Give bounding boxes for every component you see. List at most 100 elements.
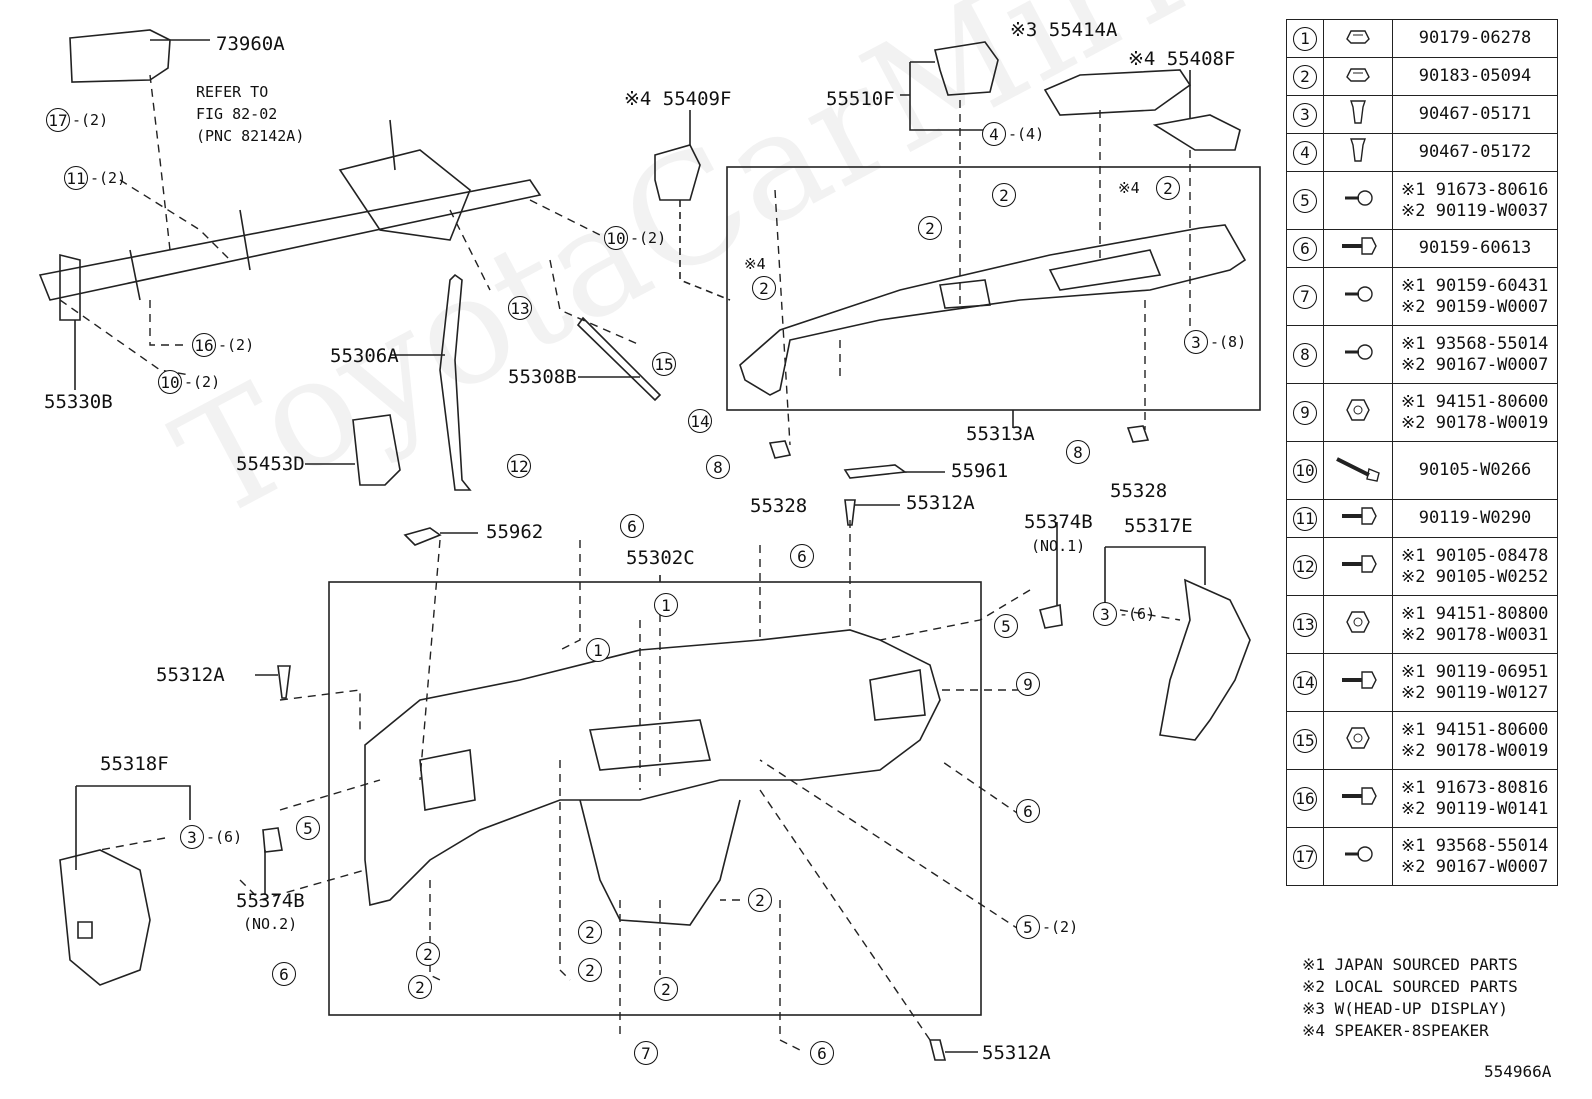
part-number: ※2 90119-W0037 <box>1401 200 1549 221</box>
callout-7: 7 <box>634 1041 660 1065</box>
callout-2: 2 <box>408 975 434 999</box>
nut-icon <box>1323 711 1393 770</box>
legend-row: 15※1 94151-80600※2 90178-W0019 <box>1286 711 1558 770</box>
part-label-55318F: 55318F <box>100 753 169 775</box>
push-clip-icon <box>1323 133 1393 172</box>
brace-b-shape <box>576 316 662 402</box>
part-number: ※1 93568-55014 <box>1401 333 1549 354</box>
callout-17: 17-(2) <box>46 108 108 132</box>
callout-3: 3-(6) <box>180 825 242 849</box>
legend-row: 14※1 90119-06951※2 90119-W0127 <box>1286 653 1558 712</box>
part-label-55302C: 55302C <box>626 547 695 569</box>
airbag-module-shape <box>69 29 171 83</box>
callout-5: 5 <box>994 614 1020 638</box>
legend-number-circle: 2 <box>1293 64 1317 89</box>
part-label-55962: 55962 <box>486 521 544 543</box>
legend-number: 8 <box>1286 325 1324 384</box>
upper-dash-panel-shape <box>739 224 1247 396</box>
legend-part-numbers: 90119-W0290 <box>1392 499 1558 538</box>
callout-1: 1 <box>586 638 612 662</box>
callout-2: 2 <box>748 888 774 912</box>
legend-part-numbers: ※1 93568-55014※2 90167-W0007 <box>1392 325 1558 384</box>
legend-number-circle: 17 <box>1293 844 1317 869</box>
callout-2: 2 <box>992 183 1018 207</box>
part-number: ※2 90178-W0031 <box>1401 624 1549 645</box>
part-label-55312A-bottom: 55312A <box>982 1042 1051 1064</box>
part-label-55374B-bottom: 55374B <box>236 890 305 912</box>
part-number: ※2 90178-W0019 <box>1401 412 1549 433</box>
long-bolt-icon <box>1323 441 1393 500</box>
screw-icon <box>1323 171 1393 230</box>
legend-number: 15 <box>1286 711 1324 770</box>
part-number: 90159-60613 <box>1418 238 1532 258</box>
callout-2: 2 <box>578 920 604 944</box>
legend-row: 12※1 90105-08478※2 90105-W0252 <box>1286 537 1558 596</box>
legend-part-numbers: ※1 90119-06951※2 90119-W0127 <box>1392 653 1558 712</box>
hud-panel-shape <box>1043 69 1192 116</box>
callout-6: 6 <box>1016 799 1042 823</box>
legend-number: 13 <box>1286 595 1324 654</box>
part-label-55409F: ※4 55409F <box>624 88 732 110</box>
part-label-55414A: ※3 55414A <box>1010 19 1118 41</box>
legend-row: 5※1 91673-80616※2 90119-W0037 <box>1286 171 1558 230</box>
note-line: ※4 SPEAKER-8SPEAKER <box>1302 1021 1489 1040</box>
side-panel-right-shape <box>1159 578 1251 741</box>
legend-part-numbers: ※1 90159-60431※2 90159-W0007 <box>1392 267 1558 326</box>
legend-number-circle: 6 <box>1293 236 1317 261</box>
part-number: ※2 90167-W0007 <box>1401 354 1549 375</box>
note-line: ※1 JAPAN SOURCED PARTS <box>1302 955 1518 974</box>
legend-part-numbers: ※1 91673-80816※2 90119-W0141 <box>1392 769 1558 828</box>
callout-1: 1 <box>654 593 680 617</box>
legend-number-circle: 13 <box>1293 612 1317 637</box>
legend-number-circle: 12 <box>1293 554 1317 579</box>
legend-number-circle: 16 <box>1293 786 1317 811</box>
note-line: ※2 LOCAL SOURCED PARTS <box>1302 977 1518 996</box>
legend-number: 5 <box>1286 171 1324 230</box>
legend-part-numbers: 90183-05094 <box>1392 57 1558 96</box>
callout-2: 2 <box>918 216 944 240</box>
clip-left-shape <box>768 440 792 459</box>
part-number: ※2 90167-W0007 <box>1401 856 1549 877</box>
legend-row: 13 ※1 94151-80800※2 90178-W0031 <box>1286 595 1558 654</box>
part-label-55328-left: 55328 <box>750 495 808 517</box>
callout-2: 2 <box>416 942 442 966</box>
screw-icon <box>1323 267 1393 326</box>
part-number: ※1 90119-06951 <box>1401 661 1549 682</box>
speaker-note-mark: ※4 <box>744 255 766 273</box>
refer-note-line3: (PNC 82142A) <box>196 127 305 145</box>
part-number: ※2 90119-W0127 <box>1401 682 1549 703</box>
vent-trim-shape <box>403 527 442 546</box>
no1-label: (NO.1) <box>1031 537 1086 555</box>
part-label-55408F: ※4 55408F <box>1128 48 1236 70</box>
part-number: ※1 90159-60431 <box>1401 275 1549 296</box>
part-number: ※1 94151-80600 <box>1401 719 1549 740</box>
lower-panel-box <box>328 581 982 1016</box>
part-number: 90119-W0290 <box>1418 508 1532 528</box>
speaker-grille-right <box>1152 114 1241 151</box>
part-number: 90105-W0266 <box>1418 460 1532 480</box>
legend-number-circle: 10 <box>1293 458 1317 483</box>
legend-part-numbers: ※1 94151-80800※2 90178-W0031 <box>1392 595 1558 654</box>
part-number: ※2 90119-W0141 <box>1401 798 1549 819</box>
part-label-55306A: 55306A <box>330 345 399 367</box>
callout-16: 16-(2) <box>192 333 254 357</box>
legend-part-numbers: ※1 93568-55014※2 90167-W0007 <box>1392 827 1558 886</box>
legend-number: 3 <box>1286 95 1324 134</box>
callout-15: 15 <box>652 352 678 376</box>
clip-nut-icon <box>1323 57 1393 96</box>
hud-cover-shape <box>934 41 999 96</box>
legend-number-circle: 9 <box>1293 400 1317 425</box>
part-label-55453D: 55453D <box>236 453 305 475</box>
legend-row: 2 90183-05094 <box>1286 57 1558 96</box>
legend-part-numbers: ※1 94151-80600※2 90178-W0019 <box>1392 383 1558 442</box>
instrument-panel-shape <box>364 629 941 906</box>
part-number: 90179-06278 <box>1418 28 1532 48</box>
legend-part-numbers: 90105-W0266 <box>1392 441 1558 500</box>
legend-part-numbers: 90159-60613 <box>1392 229 1558 268</box>
callout-10: 10-(2) <box>604 226 666 250</box>
legend-number-circle: 5 <box>1293 188 1317 213</box>
figure-code: 554966A <box>1484 1062 1552 1081</box>
